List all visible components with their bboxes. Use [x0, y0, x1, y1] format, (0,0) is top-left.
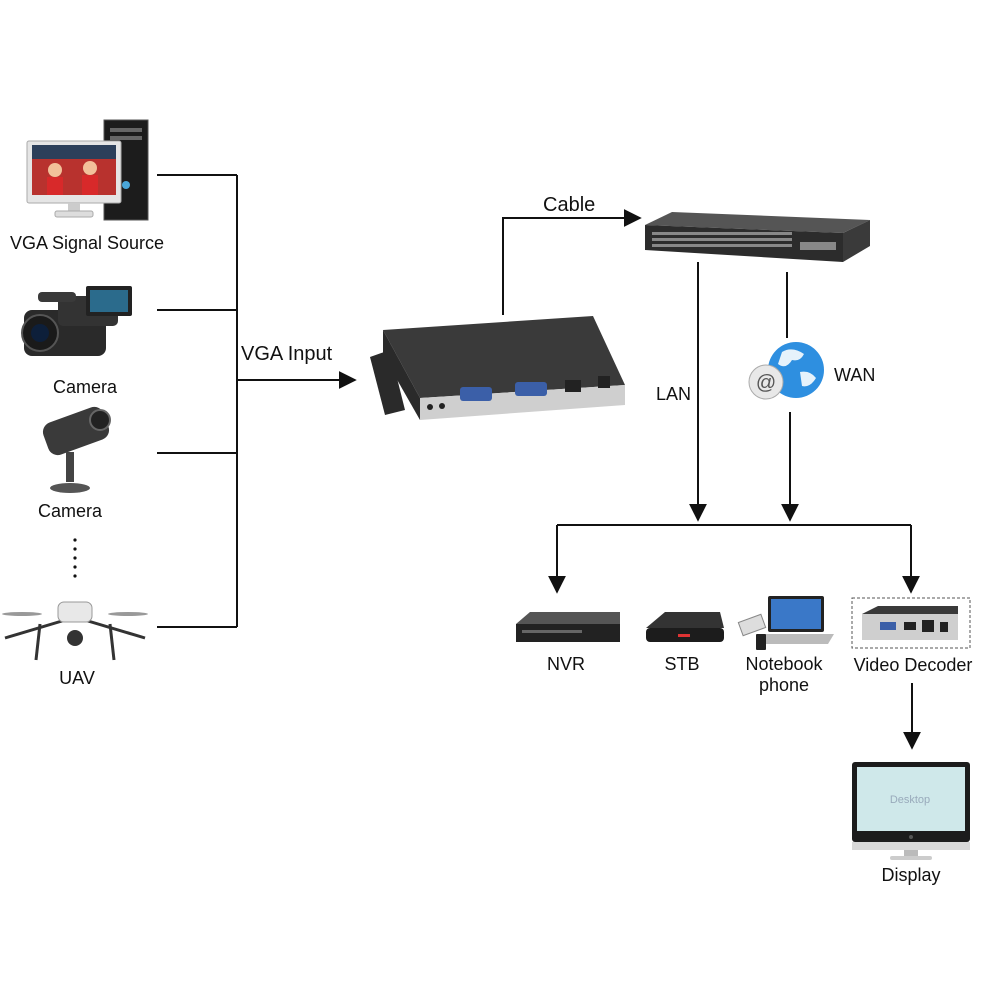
cable-link	[502, 209, 642, 315]
nvr-icon	[516, 612, 620, 642]
vga-encoder-box-icon	[370, 316, 625, 420]
output-label-nvr: NVR	[546, 654, 586, 674]
more-sources-dots	[73, 538, 77, 578]
source-label-vga-signal-source: VGA Signal Source	[9, 233, 165, 253]
monitor-icon: Desktop	[852, 762, 970, 860]
lan-label: LAN	[656, 384, 692, 404]
input-bus	[157, 174, 357, 628]
drone-icon	[2, 601, 148, 661]
laptop-phone-icon	[737, 596, 834, 650]
svg-text:@: @	[756, 372, 776, 394]
source-label-cctv-camera: Camera	[37, 501, 103, 521]
pc-monitor-icon	[26, 119, 149, 221]
vga-input-label: VGA Input	[241, 343, 333, 365]
globe-at-icon: @	[748, 342, 824, 400]
output-bus	[548, 524, 921, 750]
output-label-video-decoder: Video Decoder	[853, 655, 973, 675]
video-decoder-icon	[851, 597, 971, 649]
display-screen-text: Desktop	[890, 794, 930, 806]
wan-label: WAN	[834, 365, 876, 385]
set-top-box-icon	[646, 612, 724, 642]
output-label-stb: STB	[664, 654, 700, 674]
source-label-uav: UAV	[59, 668, 95, 688]
cable-label: Cable	[543, 194, 596, 216]
cctv-camera-icon	[42, 406, 111, 493]
lan-wan-links	[689, 262, 799, 522]
source-label-camcorder: Camera	[52, 377, 118, 397]
network-switch-icon	[645, 212, 870, 262]
output-label-notebook-phone: Notebook phone	[745, 654, 823, 695]
display-label: Display	[881, 865, 941, 885]
camcorder-icon	[21, 286, 132, 356]
